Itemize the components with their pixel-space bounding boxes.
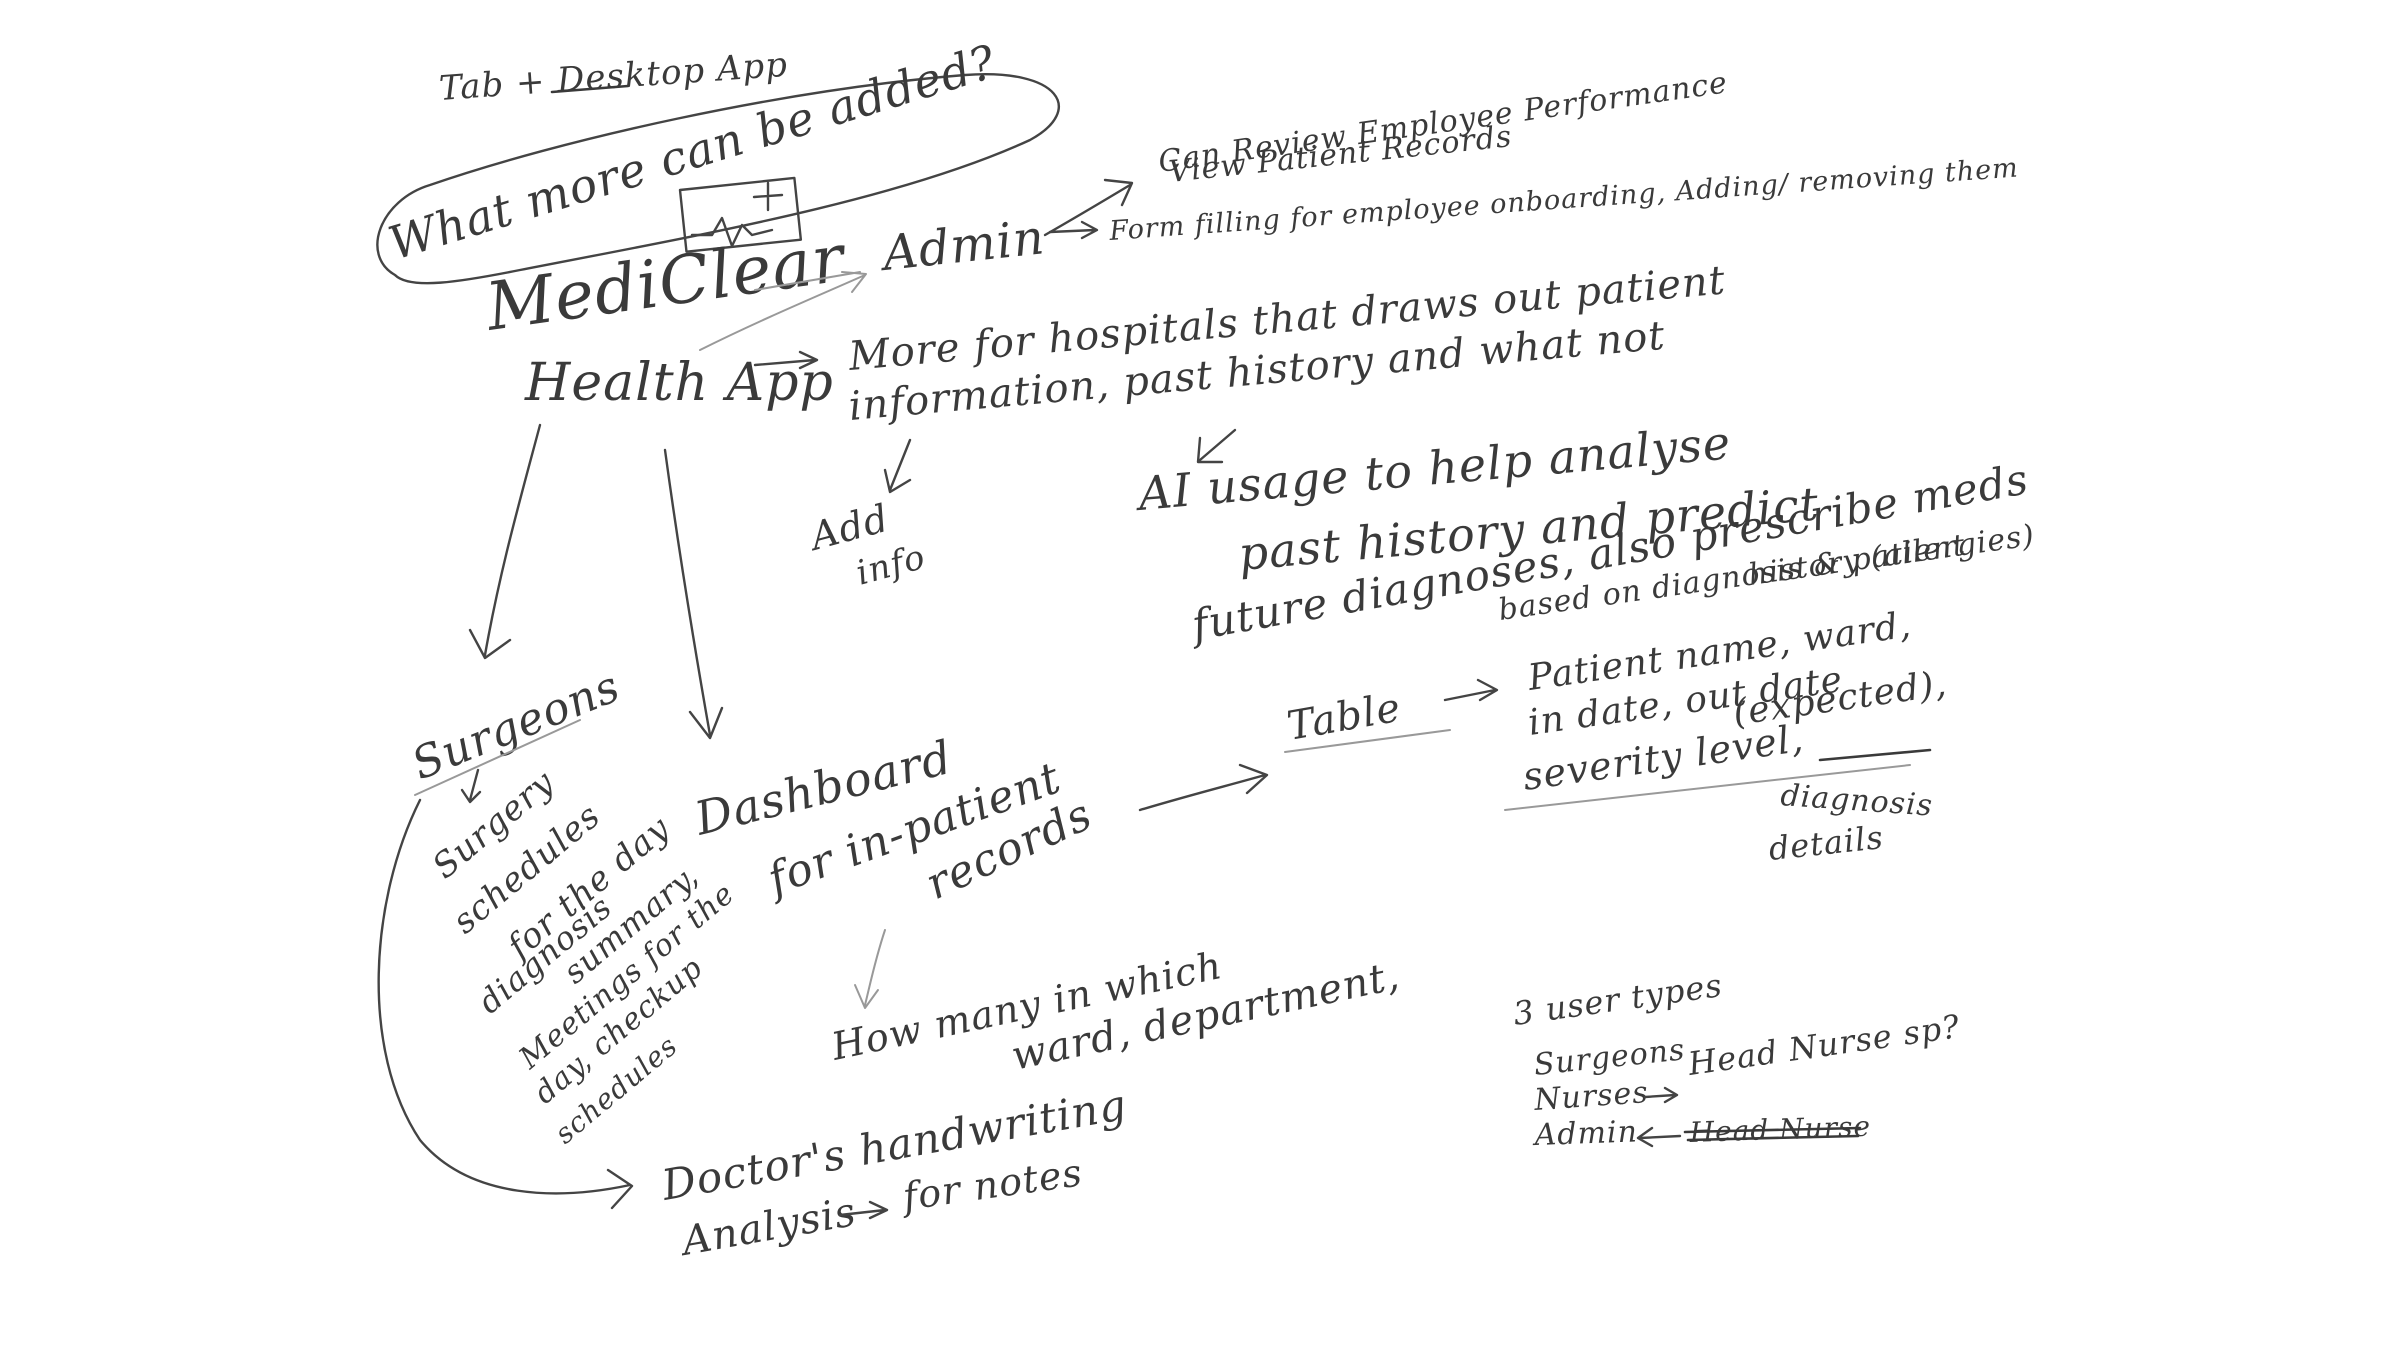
struck-word-mark (1818, 748, 1932, 762)
arrow-to-ai-usage (1196, 428, 1237, 464)
what-more-bubble (376, 73, 1060, 285)
arrow-handwriting-to-notes (838, 1200, 889, 1220)
arrow-admin-to-review (1043, 178, 1134, 237)
head-nurse-note: Head Nurse sp? (1685, 1007, 1963, 1083)
user-type-nurses: Nurses (1532, 1075, 1650, 1118)
arrow-surgeons-to-handwriting (377, 798, 634, 1210)
struck-word-mark (1683, 1126, 1862, 1134)
table-line-5: diagnosis (1779, 778, 1934, 824)
logo-box (678, 176, 803, 253)
arrow-admin-to-form (1048, 220, 1099, 240)
arrow-logo-to-admin (754, 271, 861, 291)
arrow-table-to-details (1443, 678, 1499, 702)
user-type-admin: Admin (1531, 1114, 1638, 1153)
arrow-health-to-admin (699, 271, 867, 351)
plus-icon (752, 181, 784, 212)
user-types-title: 3 user types (1511, 966, 1725, 1033)
arrow-to-add-info (883, 438, 912, 494)
tab-desktop-note: Tab + Desktop App (438, 45, 789, 109)
table-label: Table (1284, 685, 1405, 750)
surgeons-underline (414, 719, 581, 796)
surgeons-heading: Surgeons (405, 661, 627, 790)
table-line-underline (1504, 764, 1911, 811)
heartbeat-logo-icon (690, 216, 774, 248)
admin-label: Admin (876, 209, 1047, 282)
table-line-6: details (1767, 818, 1886, 868)
table-underline (1284, 729, 1451, 753)
arrow-health-to-surgeons (468, 423, 542, 660)
arrow-surgeons-detail (460, 768, 482, 804)
arrow-health-to-hospitals (753, 350, 819, 370)
arrow-to-how-many (854, 929, 886, 1009)
arrow-dashboard-to-table (1138, 763, 1269, 812)
arrow-health-to-dashboard (663, 448, 724, 740)
user-type-surgeons: Surgeons (1532, 1032, 1687, 1083)
struck-word-mark (550, 84, 630, 94)
arrow-admin-to-head (1636, 1126, 1682, 1148)
struck-word-mark (1686, 1134, 1860, 1142)
arrow-nurses-to-head (1643, 1086, 1679, 1104)
